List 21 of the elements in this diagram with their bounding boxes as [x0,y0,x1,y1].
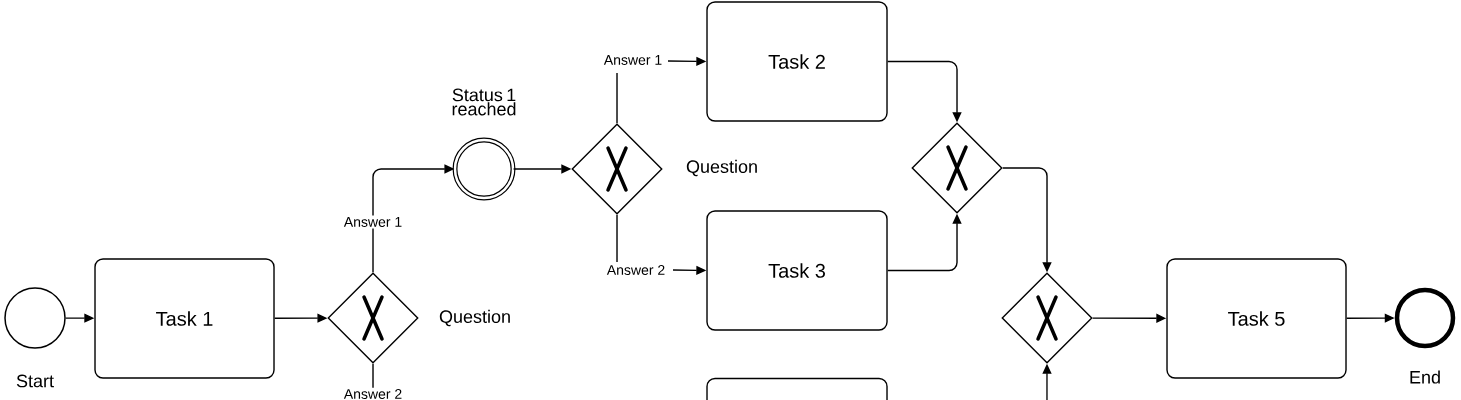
intermediate-event-circle [452,137,516,201]
end-event-circle [1394,287,1456,349]
edge-label: Answer 1 [602,53,664,67]
task-box: Task 3 [706,210,888,331]
gateway-diamond [1001,272,1093,364]
edge-label: Answer 1 [342,215,404,229]
start-event-circle [4,287,66,349]
task-box: Task 1 [94,258,275,379]
node-caption: Status 1 reached [452,88,516,116]
node-caption: Question [686,159,757,177]
gateway-diamond [327,272,419,364]
edge-label: Answer 2 [605,263,667,277]
task-box: Task 2 [706,1,888,122]
edge-label: Answer 2 [342,387,404,400]
node-caption: Question [439,309,510,327]
gateway-diamond [911,122,1003,214]
gateway-diamond [571,123,663,215]
node-caption: End [1410,370,1440,384]
node-caption: Start [16,374,54,388]
task-box [706,377,888,400]
task-box: Task 5 [1166,258,1347,379]
